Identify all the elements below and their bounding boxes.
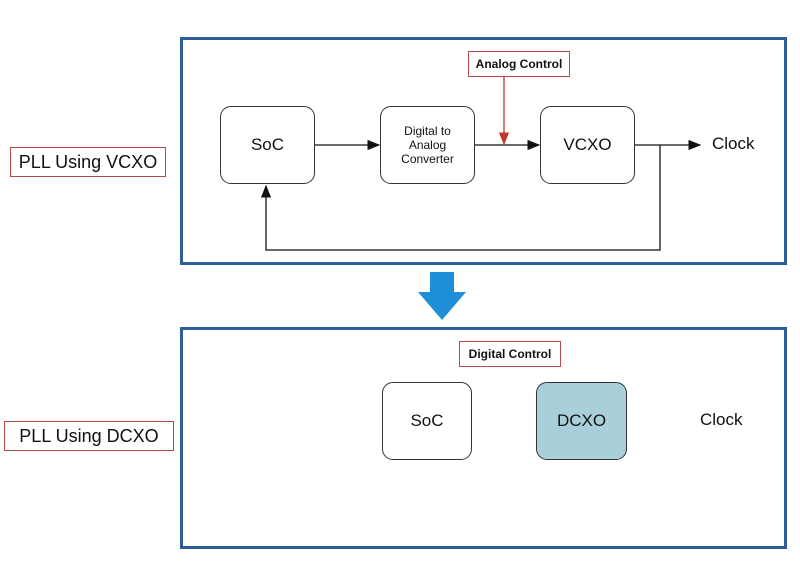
bottom-dcxo-block: DCXO xyxy=(536,382,627,460)
top-feedback-loop xyxy=(260,145,661,251)
top-side-label: PLL Using VCXO xyxy=(10,147,166,177)
top-vcxo-block: VCXO xyxy=(540,106,635,184)
top-dac-block: Digital to Analog Converter xyxy=(380,106,475,184)
top-control-label: Analog Control xyxy=(468,51,570,77)
bottom-soc-block: SoC xyxy=(382,382,472,460)
bottom-side-label: PLL Using DCXO xyxy=(4,421,174,451)
bottom-clock-label: Clock xyxy=(700,410,743,429)
top-soc-block: SoC xyxy=(220,106,315,184)
bottom-control-label: Digital Control xyxy=(459,341,561,367)
top-clock-label: Clock xyxy=(712,134,755,153)
transition-down-arrow xyxy=(418,272,466,320)
